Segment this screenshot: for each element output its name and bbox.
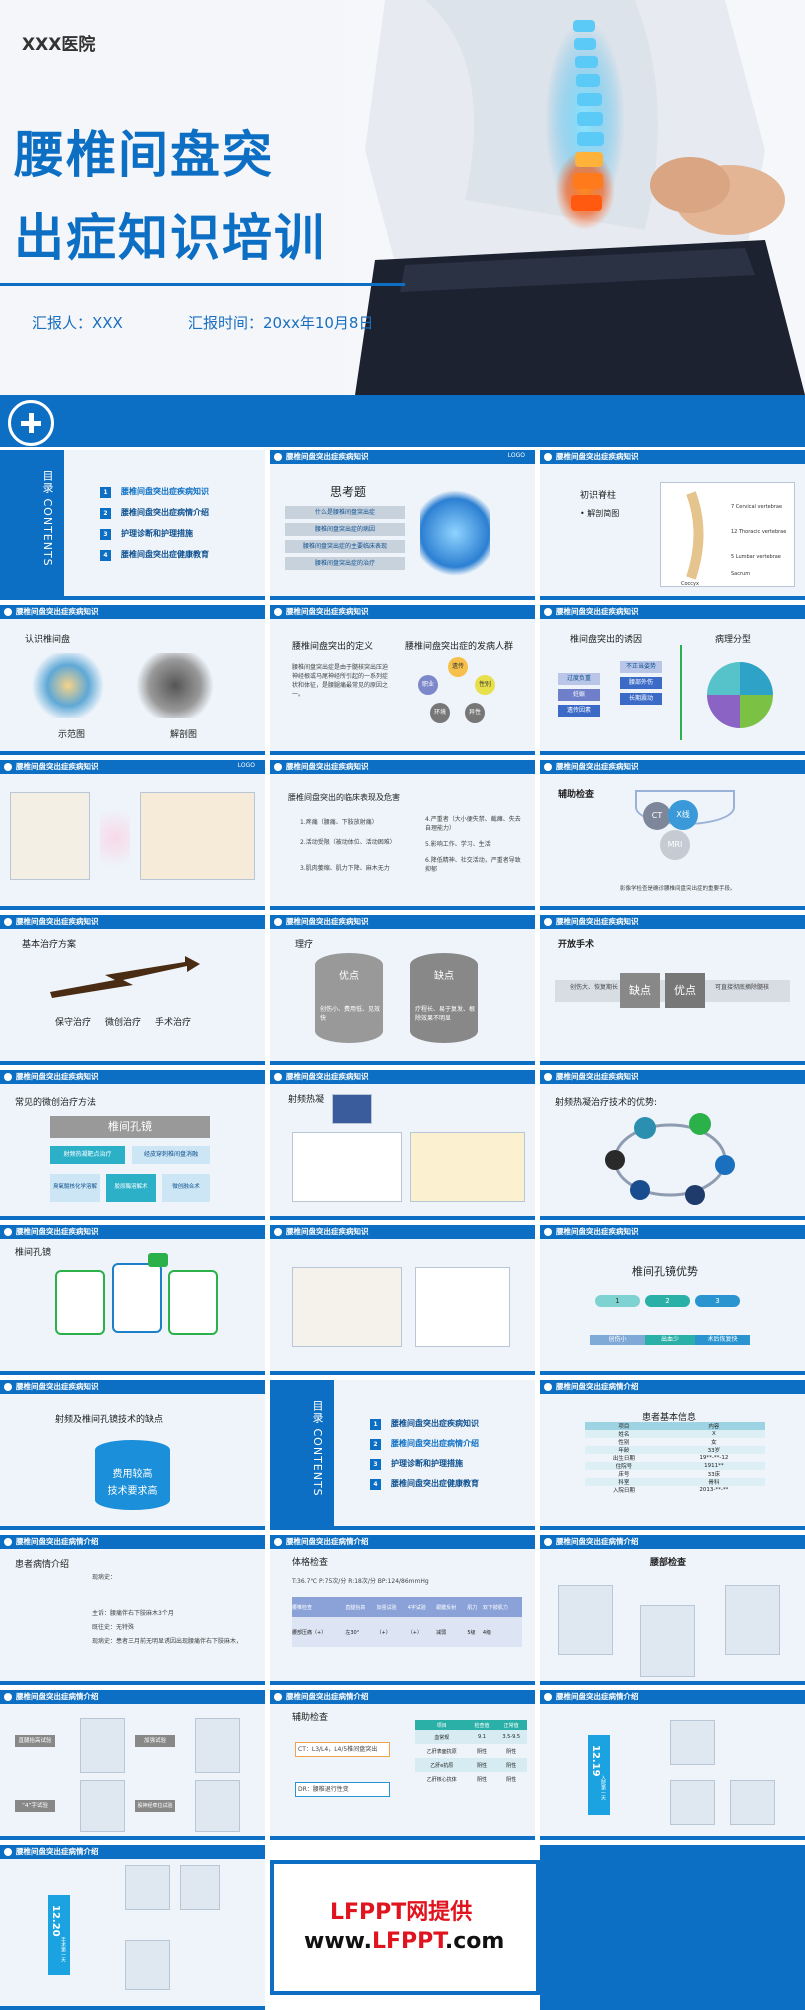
slide-define: 腰椎间盘突出症疾病知识 腰椎间盘突出的定义 腰椎间盘突出症的发病人群 腰椎间盘突… [270,605,535,755]
slide-rf: 腰椎间盘突出症疾病知识 射频热凝 [270,1070,535,1220]
rf-diagram-1 [292,1132,402,1202]
cover-bottom-bar [0,395,805,447]
reporter: 汇报人：XXX [32,314,123,332]
back-pain-photo [345,0,805,395]
title-divider [0,283,405,286]
pathology-pie [707,662,773,728]
watermark-line2: www.LFPPT.com [304,1929,505,1954]
spine-diagram: 7 Cervical vertebrae 12 Thoracic vertebr… [660,482,795,587]
slide-disc: 腰椎间盘突出症疾病知识 认识椎间盘 示范图 解剖图 [0,605,265,755]
slide-timeline-2: 腰椎间盘突出症病情介绍 12.20 手术第一天 [0,1845,265,2010]
spine-graphic [420,488,490,578]
slide-rf-advantage: 腰椎间盘突出症疾病知识 射频热凝治疗技术的优势: [540,1070,805,1220]
slide-open-surgery: 腰椎间盘突出症疾病知识 开放手术 创伤大、恢复期长 缺点 优点 可直接彻底摘除髓… [540,915,805,1065]
slide-aux-2: 腰椎间盘突出症病情介绍 辅助检查 CT：L3/L4，L4/5椎间盘突出 DR：腰… [270,1690,535,1840]
slide-anatomy: 腰椎间盘突出症疾病知识 初识脊柱 • 解剖简图 7 Cervical verte… [540,450,805,600]
zigzag-arrow [50,956,200,998]
rf-diagram-2 [410,1132,525,1202]
slide-exam: 腰椎间盘突出症病情介绍 体格检查 T:36.7℃ P:75次/分 R:18次/分… [270,1535,535,1685]
exam-photo-3 [725,1585,780,1655]
contents-label: 目录 CONTENTS [41,470,54,567]
slide-scope-adv: 腰椎间盘突出症疾病知识 椎间孔镜优势 1 2 3 创伤小 出血少 术后恢复快 [540,1225,805,1375]
slide-history: 腰椎间盘突出症病情介绍 患者病情介绍 现病史： 主诉：腰痛伴右下肢麻木3个月 既… [0,1535,265,1685]
cover-title-line2: 出症知识培训 [14,209,326,267]
disc-anatomy-image [135,653,215,718]
exam-photo-2 [640,1605,695,1677]
medical-cross-icon [8,400,54,446]
scope-diagram-image [292,1267,402,1347]
slide-clinical: 腰椎间盘突出症疾病知识 腰椎间盘突出的临床表现及危害 1.疼痛（腰痛、下肢放射痛… [270,760,535,910]
slide-scope-images: 腰椎间盘突出症疾病知识 [270,1225,535,1375]
rf-advantage-cycle [605,1113,735,1205]
slide-rf-cons: 腰椎间盘突出症疾病知识 射频及椎间孔镜技术的缺点 费用较高 技术要求高 [0,1380,265,1530]
herniation-stages-image [140,792,255,880]
slide-basic-treatment: 腰椎间盘突出症疾病知识 基本治疗方案 保守治疗 微创治疗 手术治疗 [0,915,265,1065]
slide-conservative: 腰椎间盘突出症疾病知识 理疗 优点 创伤小、费用低、见效快 缺点 疗程长、易于复… [270,915,535,1065]
svg-text:Coccyx: Coccyx [681,581,699,587]
slide-scope: 腰椎间盘突出症疾病知识 椎间孔镜 [0,1225,265,1375]
slide-micro-methods: 腰椎间盘突出症疾病知识 常见的微创治疗方法 椎间孔镜 射频热凝靶点治疗 经皮穿刺… [0,1070,265,1220]
svg-text:7 Cervical vertebrae: 7 Cervical vertebrae [731,504,782,510]
slide-aux: 腰椎间盘突出症疾病知识 辅助检查 CT X线 MRI 影像学检查是确诊腰椎间盘突… [540,760,805,910]
cover-title-line1: 腰椎间盘突 [14,126,274,184]
watermark-slide: LFPPT网提供 www.LFPPT.com [270,1860,540,1995]
scope-instrument-image [415,1267,510,1347]
rf-device-image [332,1094,372,1124]
cover-slide: XXX医院 腰椎间盘突 出症知识培训 汇报人：XXX 汇报时间：20xx年10月… [0,0,805,395]
watermark-line1: LFPPT网提供 [330,1900,473,1925]
disc-herniation-image [10,792,90,880]
blank-blue-panel [540,1845,805,2010]
svg-text:12 Thoracic vertebrae: 12 Thoracic vertebrae [731,529,786,535]
slide-waist-exam: 腰椎间盘突出症病情介绍 腰部检查 [540,1535,805,1685]
disc-model-image [28,653,108,718]
slide-tests: 腰椎间盘突出症病情介绍 直腿抬高试验 加强试验 “4”字试验 股神经牵拉试验 [0,1690,265,1840]
exam-photo-1 [558,1585,613,1655]
svg-text:Sacrum: Sacrum [731,571,750,577]
think-title: 思考题 [330,485,367,499]
slide-timeline-1: 腰椎间盘突出症病情介绍 12.19 入院第一天 [540,1690,805,1840]
report-date: 汇报时间：20xx年10月8日 [188,314,374,332]
svg-text:5 Lumbar vertebrae: 5 Lumbar vertebrae [731,554,781,560]
hospital-name: XXX医院 [22,35,96,55]
slide-cause: 腰椎间盘突出症疾病知识 椎间盘突出的诱因 病理分型 过度负重 不正当姿势 长期震… [540,605,805,755]
